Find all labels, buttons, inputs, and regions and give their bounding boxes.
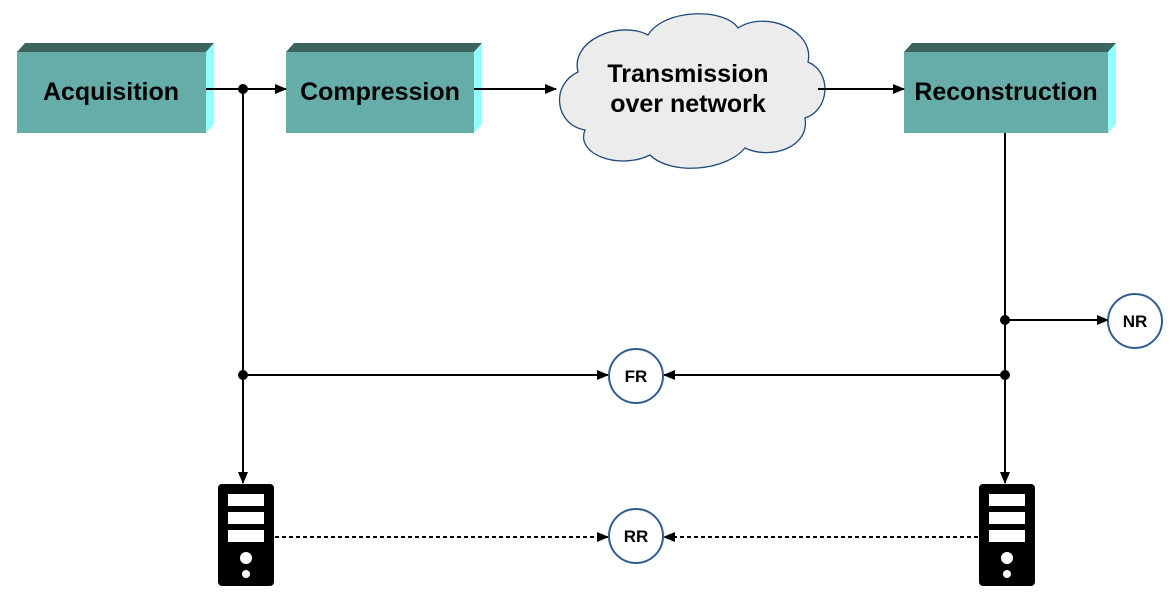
server-icon xyxy=(218,484,274,586)
compression-label: Compression xyxy=(300,78,460,106)
reconstruction-label: Reconstruction xyxy=(914,78,1097,106)
compression-block: Compression xyxy=(286,43,482,133)
cloud-label-line1: Transmission xyxy=(607,60,768,88)
fr-circle: FR xyxy=(608,348,664,404)
junction-dot xyxy=(238,84,248,94)
network-cloud: Transmission over network xyxy=(558,13,826,169)
acquisition-label: Acquisition xyxy=(43,78,179,106)
reconstruction-block: Reconstruction xyxy=(904,43,1116,133)
rr-label: RR xyxy=(624,527,649,546)
fr-label: FR xyxy=(625,367,648,386)
server-icon xyxy=(979,484,1035,586)
cloud-label-line2: over network xyxy=(610,90,766,118)
nr-circle: NR xyxy=(1107,293,1163,349)
acquisition-block: Acquisition xyxy=(17,43,214,133)
nr-label: NR xyxy=(1123,312,1148,331)
rr-circle: RR xyxy=(608,508,664,564)
